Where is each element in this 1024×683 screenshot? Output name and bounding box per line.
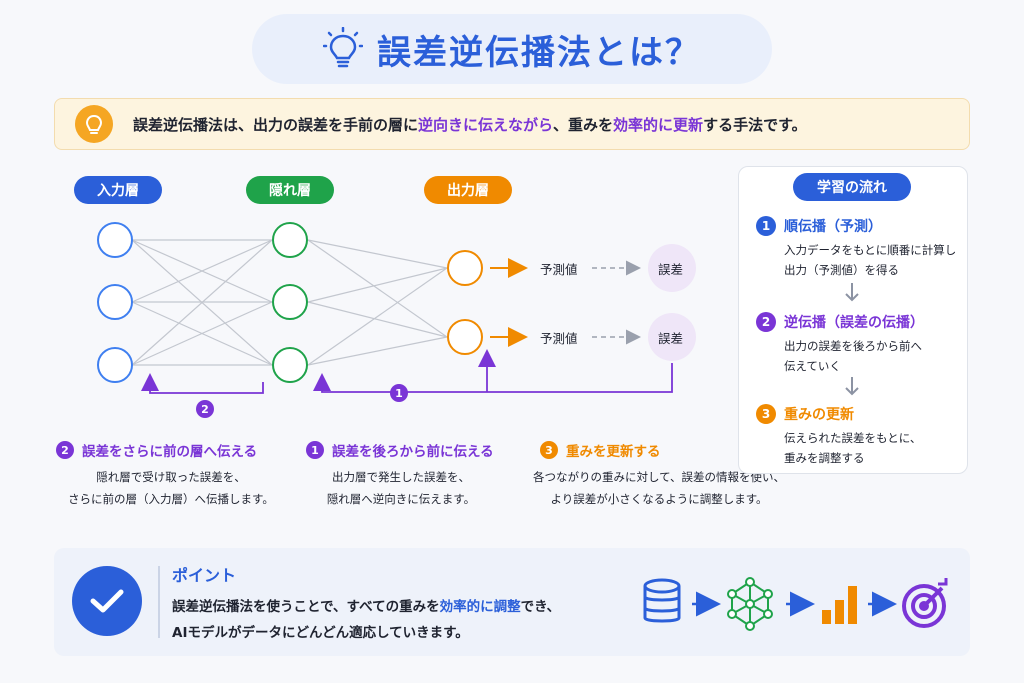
- error-label: 誤差: [658, 262, 684, 277]
- note-line: 出力層で発生した誤差を、: [332, 470, 470, 484]
- note-number: 2: [56, 441, 74, 459]
- flow-step: 3 重みの更新: [756, 404, 854, 424]
- summary-highlight: 効率的に更新: [613, 115, 704, 134]
- lightbulb-icon: [323, 27, 363, 68]
- note-line: 隠れ層へ逆向きに伝えます。: [326, 492, 476, 506]
- backprop-step-badge: 2: [196, 400, 214, 418]
- hidden-node: [272, 347, 308, 383]
- backprop-path-2: [141, 373, 264, 394]
- step-description: 入力データをもとに順番に計算し 出力（予測値）を得る: [784, 240, 956, 280]
- note-line: さらに前の層（入力層）へ伝播します。: [68, 492, 274, 506]
- flow-step: 2 逆伝播（誤差の伝播）: [756, 312, 924, 332]
- arrow-down-icon: [845, 283, 859, 302]
- check-icon: [72, 566, 142, 636]
- step-line: 出力の誤差を後ろから前へ: [784, 339, 922, 353]
- backprop-step-badge: 1: [390, 384, 408, 402]
- note-description: 隠れ層で受け取った誤差を、 さらに前の層（入力層）へ伝播します。: [56, 466, 286, 510]
- step-number: 1: [756, 216, 776, 236]
- point-text: でき、: [520, 599, 561, 615]
- output-layer-label: 出力層: [424, 176, 512, 204]
- point-line-2: AIモデルがデータにどんどん適応していきます。: [172, 625, 469, 641]
- arrow-down-icon: [845, 377, 859, 396]
- backprop-path-1: [313, 363, 673, 393]
- step-description: 出力の誤差を後ろから前へ 伝えていく: [784, 336, 922, 376]
- step-title: 重みの更新: [784, 407, 854, 423]
- point-text: 誤差逆伝播法を使うことで、すべての重みを: [172, 599, 440, 615]
- lightbulb-icon: [75, 105, 113, 143]
- step-line: 重みを調整する: [784, 451, 865, 465]
- title-pill: 誤差逆伝播法とは？: [252, 14, 772, 84]
- note-line: より誤差が小さくなるように調整します。: [550, 492, 768, 506]
- step-title: 順伝播（予測）: [784, 219, 882, 235]
- note-number: 3: [540, 441, 558, 459]
- step-line: 入力データをもとに順番に計算し: [784, 243, 957, 257]
- summary-text: 誤差逆伝播法は、出力の誤差を手前の層に逆向きに伝えながら、重みを効率的に更新する…: [133, 114, 807, 135]
- step-number: 2: [756, 312, 776, 332]
- step-number: 3: [756, 404, 776, 424]
- input-node: [97, 284, 133, 320]
- summary-part: 誤差逆伝播法は、出力の誤差を手前の層に: [133, 115, 419, 134]
- summary-banner: 誤差逆伝播法は、出力の誤差を手前の層に逆向きに伝えながら、重みを効率的に更新する…: [54, 98, 970, 150]
- error-label: 誤差: [658, 331, 684, 346]
- input-layer-label: 入力層: [74, 176, 162, 204]
- input-node: [97, 347, 133, 383]
- note-description: 各つながりの重みに対して、誤差の情報を使い、 より誤差が小さくなるように調整しま…: [524, 466, 794, 510]
- hidden-node: [272, 222, 308, 258]
- learning-flow-header: 学習の流れ: [793, 173, 911, 201]
- target-icon: [902, 578, 948, 628]
- note-title: 3 重みを更新する: [540, 440, 661, 460]
- note-title: 1 誤差を後ろから前に伝える: [306, 440, 494, 460]
- input-node: [97, 222, 133, 258]
- note-title: 2 誤差をさらに前の層へ伝える: [56, 440, 257, 460]
- network-icon: [727, 577, 773, 631]
- output-node: [447, 319, 483, 355]
- note-title-text: 誤差をさらに前の層へ伝える: [82, 444, 258, 460]
- point-panel: [54, 548, 970, 656]
- learning-flow-panel: [738, 166, 968, 474]
- note-title-text: 誤差を後ろから前に伝える: [332, 444, 494, 460]
- step-line: 伝えられた誤差をもとに、: [784, 431, 922, 445]
- process-icons: [643, 577, 948, 631]
- error-node: [648, 244, 696, 292]
- summary-part: する手法です。: [703, 115, 807, 134]
- connections: [131, 239, 448, 366]
- bar-chart-icon: [822, 586, 857, 624]
- database-icon: [643, 578, 681, 623]
- point-title: ポイント: [172, 566, 237, 585]
- hidden-node: [272, 284, 308, 320]
- step-description: 伝えられた誤差をもとに、 重みを調整する: [784, 428, 921, 468]
- point-highlight: 効率的に調整: [439, 599, 521, 615]
- note-description: 出力層で発生した誤差を、 隠れ層へ逆向きに伝えます。: [306, 466, 496, 510]
- output-node: [447, 250, 483, 286]
- prediction-label: 予測値: [540, 262, 578, 277]
- prediction-label: 予測値: [540, 331, 578, 346]
- note-number: 1: [306, 441, 324, 459]
- note-line: 隠れ層で受け取った誤差を、: [96, 470, 246, 484]
- error-node: [648, 313, 696, 361]
- neural-network-diagram: [97, 222, 696, 394]
- note-title-text: 重みを更新する: [566, 444, 661, 460]
- summary-highlight: 逆向きに伝えながら: [418, 115, 554, 134]
- summary-part: 、重みを: [553, 115, 614, 134]
- note-line: 各つながりの重みに対して、誤差の情報を使い、: [532, 470, 786, 484]
- flow-step: 1 順伝播（予測）: [756, 216, 882, 236]
- hidden-layer-label: 隠れ層: [246, 176, 334, 204]
- step-line: 伝えていく: [784, 359, 841, 373]
- page-title: 誤差逆伝播法とは？: [377, 32, 701, 73]
- step-line: 出力（予測値）を得る: [784, 263, 899, 277]
- point-divider: [158, 566, 160, 638]
- step-title: 逆伝播（誤差の伝播）: [784, 315, 924, 331]
- point-line-1: 誤差逆伝播法を使うことで、すべての重みを効率的に調整でき、: [172, 595, 560, 615]
